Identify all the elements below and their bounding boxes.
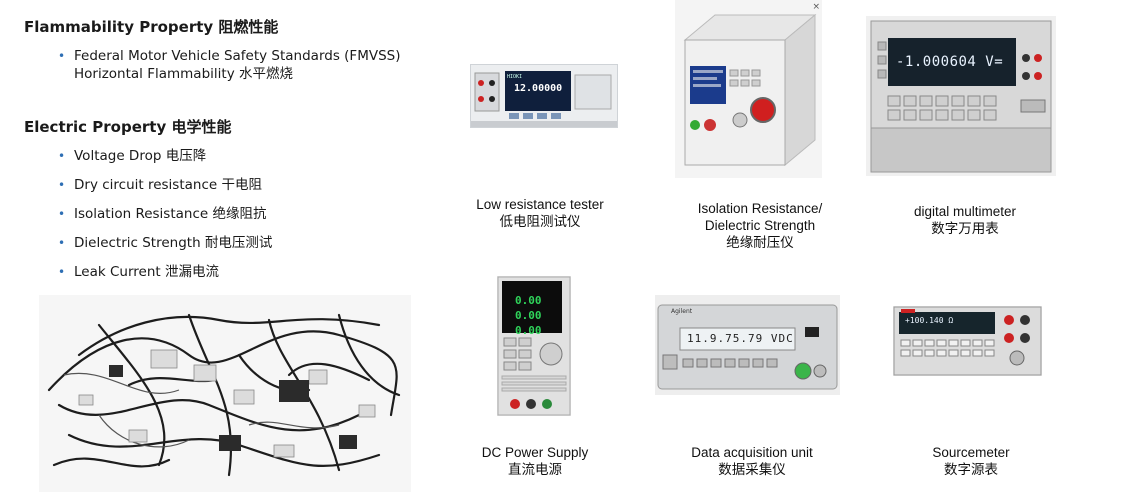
electric-bullet-dry-circuit: Dry circuit resistance 干电阻 <box>58 175 272 204</box>
multimeter-caption: digital multimeter 数字万用表 <box>880 203 1050 237</box>
data-acquisition-brand: Agilent <box>671 308 693 315</box>
sourcemeter-caption-en: Sourcemeter <box>932 445 1010 460</box>
dc-power-caption-en: DC Power Supply <box>481 445 589 460</box>
digital-multimeter-photo: -1.000604 V= <box>866 16 1056 176</box>
electric-bullet-isolation: Isolation Resistance 绝缘阻抗 <box>58 204 272 233</box>
low-resistance-caption-cn: 低电阻测试仪 <box>499 214 581 229</box>
data-acquisition-photo: Agilent 11.9.75.79 VDC <box>655 295 840 395</box>
sourcemeter-photo: +100.140 Ω <box>893 306 1042 376</box>
dc-power-display-power: 0.00 <box>515 324 542 337</box>
low-resistance-brand: HIOKI <box>507 74 523 80</box>
electric-bullet-list: Voltage Drop 电压降 Dry circuit resistance … <box>58 146 272 291</box>
data-acquisition-caption: Data acquisition unit 数据采集仪 <box>667 444 837 478</box>
multimeter-caption-cn: 数字万用表 <box>931 221 999 236</box>
dc-power-caption: DC Power Supply 直流电源 <box>450 444 620 478</box>
dc-power-display-voltage: 0.00 <box>515 294 542 307</box>
low-resistance-caption: Low resistance tester 低电阻测试仪 <box>455 196 625 230</box>
electric-bullet-dielectric: Dielectric Strength 耐电压测试 <box>58 233 272 262</box>
low-resistance-display: 12.00000 <box>514 83 563 94</box>
multimeter-display: -1.000604 V= <box>896 54 1004 70</box>
flammability-title: Flammability Property 阻燃性能 <box>24 18 279 36</box>
wire-harness-photo <box>39 295 411 492</box>
electric-title: Electric Property 电学性能 <box>24 118 232 136</box>
low-resistance-caption-en: Low resistance tester <box>476 197 604 212</box>
flammability-bullet: Federal Motor Vehicle Safety Standards (… <box>58 47 400 83</box>
data-acquisition-caption-en: Data acquisition unit <box>691 445 813 460</box>
flammability-bullet-list: Federal Motor Vehicle Safety Standards (… <box>58 47 400 83</box>
electric-bullet-voltage-drop: Voltage Drop 电压降 <box>58 146 272 175</box>
isolation-caption-line1: Isolation Resistance/ <box>697 201 823 216</box>
sourcemeter-caption: Sourcemeter 数字源表 <box>886 444 1056 478</box>
dc-power-display: 0.00 0.00 0.00 <box>515 293 542 338</box>
sourcemeter-caption-cn: 数字源表 <box>944 462 998 477</box>
multimeter-caption-en: digital multimeter <box>913 204 1017 219</box>
low-resistance-tester-photo: HIOKI 12.00000 <box>470 64 618 128</box>
dc-power-supply-photo: 0.00 0.00 0.00 <box>497 276 571 416</box>
data-acquisition-caption-cn: 数据采集仪 <box>718 462 786 477</box>
electric-bullet-leak-current: Leak Current 泄漏电流 <box>58 262 272 291</box>
isolation-caption-cn: 绝缘耐压仪 <box>726 235 794 250</box>
dc-power-display-current: 0.00 <box>515 309 542 322</box>
flammability-bullet-line1: Federal Motor Vehicle Safety Standards (… <box>74 48 401 64</box>
data-acquisition-display: 11.9.75.79 VDC <box>687 332 794 345</box>
isolation-caption-line2: Dielectric Strength <box>704 218 816 233</box>
isolation-dielectric-photo: × <box>675 0 822 178</box>
close-mark-icon[interactable]: × <box>812 2 820 12</box>
isolation-dielectric-caption: Isolation Resistance/ Dielectric Strengt… <box>675 200 845 251</box>
dc-power-caption-cn: 直流电源 <box>508 462 562 477</box>
sourcemeter-display: +100.140 Ω <box>905 316 954 325</box>
flammability-bullet-line2: Horizontal Flammability 水平燃烧 <box>74 66 293 82</box>
